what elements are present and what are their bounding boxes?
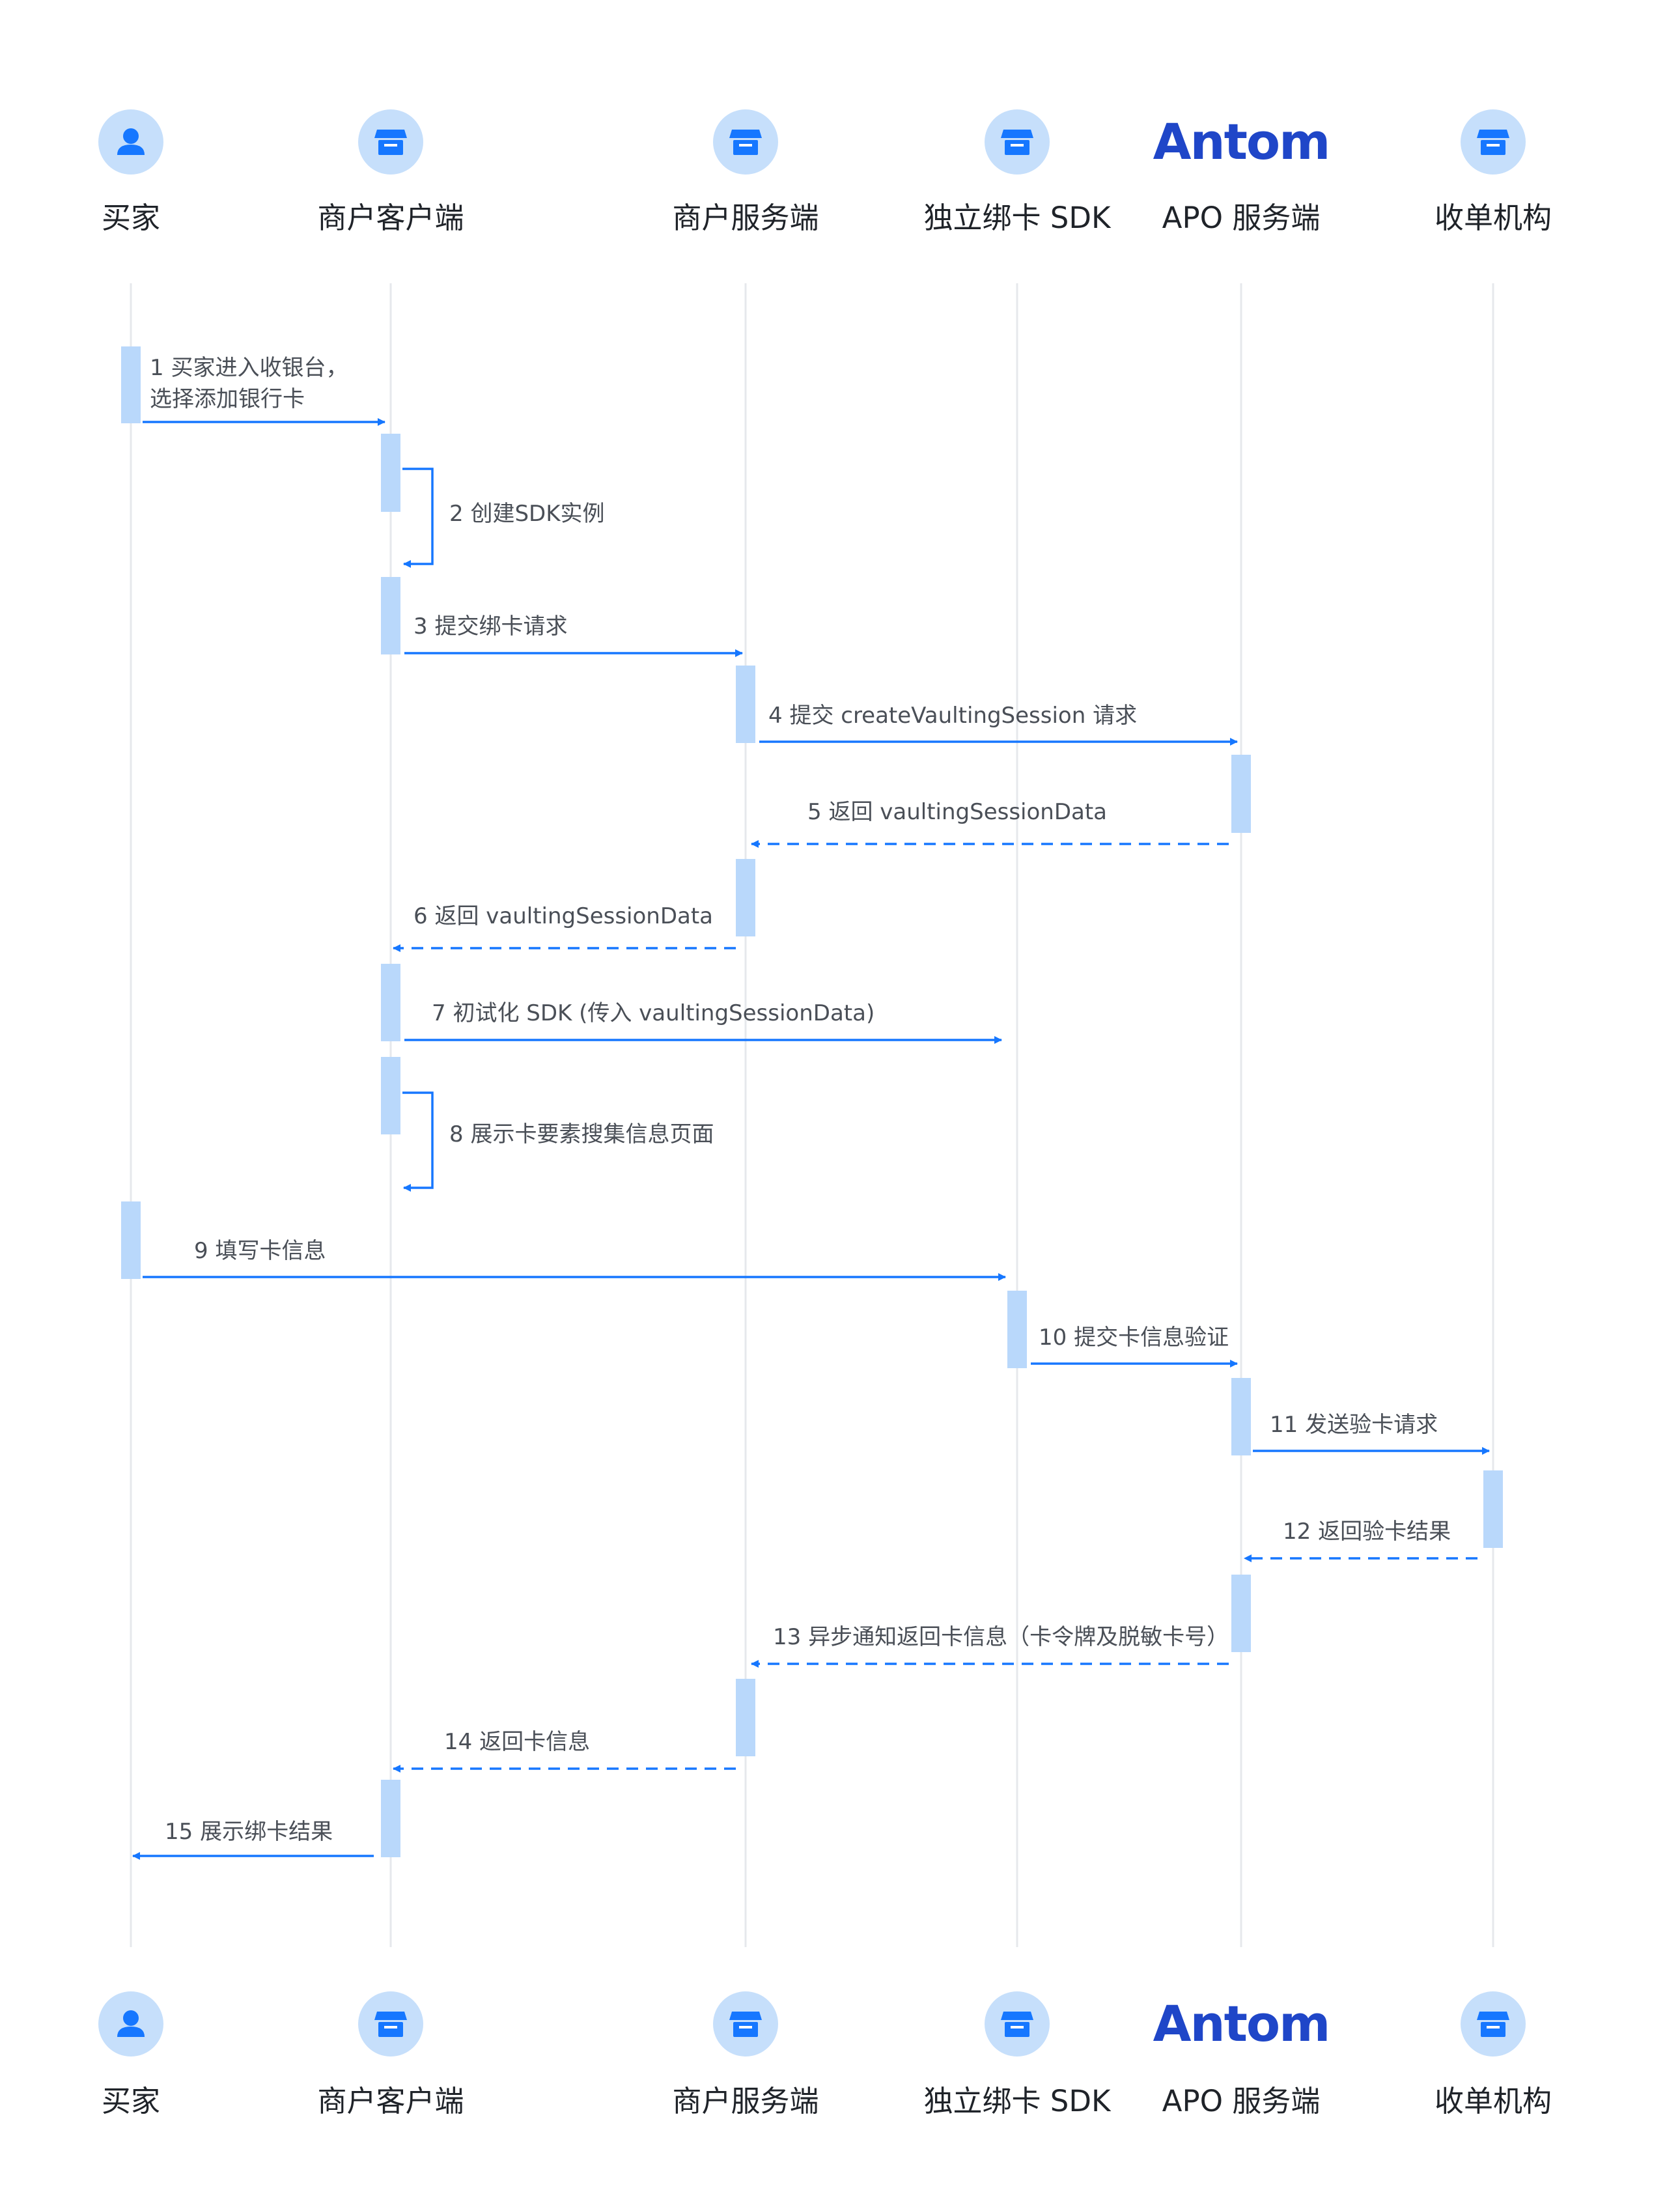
participant-merchant_server: 商户服务端 bbox=[672, 1991, 819, 2118]
store-icon bbox=[1461, 1991, 1526, 2057]
logo-text: Antom bbox=[1153, 1995, 1330, 2053]
activation-bar bbox=[381, 577, 400, 654]
activation-bar bbox=[736, 859, 755, 936]
activation-bar bbox=[381, 1057, 400, 1134]
antom-logo: Antom bbox=[1153, 113, 1331, 171]
message-7: 7 初试化 SDK (传入 vaultingSessionData) bbox=[404, 1000, 1002, 1044]
message-label: 2 创建SDK实例 bbox=[449, 501, 605, 527]
participant-name: 买家 bbox=[102, 201, 160, 235]
lifelines bbox=[130, 283, 1494, 1947]
activation-bar bbox=[121, 346, 141, 423]
activation-bar bbox=[1007, 1291, 1027, 1368]
participant-name: 商户服务端 bbox=[672, 2084, 819, 2118]
self-call-arrow bbox=[402, 1091, 434, 1192]
participant-name: 商户客户端 bbox=[317, 201, 464, 235]
message-8: 8 展示卡要素搜集信息页面 bbox=[402, 1091, 714, 1192]
participant-merchant_client: 商户客户端 bbox=[317, 1991, 464, 2118]
logo-text: Antom bbox=[1153, 113, 1330, 171]
message-label: 7 初试化 SDK (传入 vaultingSessionData) bbox=[432, 1000, 875, 1026]
messages: 1 买家进入收银台， 选择添加银行卡 2 创建SDK实例 3 提交绑卡请求 4 提交 c… bbox=[132, 355, 1490, 1860]
participant-name: 买家 bbox=[102, 2084, 160, 2118]
message-13: 13 异步通知返回卡信息（卡令牌及脱敏卡号） bbox=[751, 1624, 1229, 1668]
participant-name: 收单机构 bbox=[1435, 2084, 1552, 2118]
store-icon bbox=[985, 1991, 1050, 2057]
message-2: 2 创建SDK实例 bbox=[402, 468, 605, 568]
message-14: 14 返回卡信息 bbox=[393, 1729, 736, 1773]
participant-name: 商户客户端 bbox=[317, 2084, 464, 2118]
message-3: 3 提交绑卡请求 bbox=[404, 613, 743, 657]
participant-name: APO 服务端 bbox=[1162, 201, 1321, 235]
participant-name: 商户服务端 bbox=[672, 201, 819, 235]
store-icon bbox=[713, 109, 778, 175]
message-label: 15 展示绑卡结果 bbox=[165, 1819, 333, 1845]
user-icon bbox=[98, 1991, 163, 2057]
participant-merchant_server: 商户服务端 bbox=[672, 109, 819, 235]
activation-bar bbox=[736, 666, 755, 743]
message-15: 15 展示绑卡结果 bbox=[132, 1819, 374, 1860]
message-label: 1 买家进入收银台， bbox=[150, 355, 348, 381]
message-4: 4 提交 createVaultingSession 请求 bbox=[759, 703, 1238, 746]
message-label: 14 返回卡信息 bbox=[444, 1729, 590, 1755]
activation-bar bbox=[381, 1780, 400, 1857]
activation-bar bbox=[1231, 755, 1251, 833]
participant-sdk: 独立绑卡 SDK bbox=[923, 109, 1112, 235]
participant-header-top: 买家商户客户端商户服务端独立绑卡 SDKAntomAPO 服务端收单机构 bbox=[98, 109, 1552, 235]
participant-acquirer: 收单机构 bbox=[1435, 109, 1552, 235]
participant-header-bottom: 买家商户客户端商户服务端独立绑卡 SDKAntomAPO 服务端收单机构 bbox=[98, 1991, 1552, 2118]
message-10: 10 提交卡信息验证 bbox=[1031, 1325, 1238, 1368]
participant-buyer: 买家 bbox=[98, 1991, 163, 2118]
participant-buyer: 买家 bbox=[98, 109, 163, 235]
message-label: 4 提交 createVaultingSession 请求 bbox=[768, 703, 1137, 729]
activation-bar bbox=[1483, 1470, 1503, 1548]
user-icon bbox=[98, 109, 163, 175]
activation-bar bbox=[121, 1201, 141, 1279]
activation-bar bbox=[1231, 1575, 1251, 1652]
participant-name: 收单机构 bbox=[1435, 201, 1552, 235]
message-label: 9 填写卡信息 bbox=[194, 1238, 326, 1264]
store-icon bbox=[1461, 109, 1526, 175]
store-icon bbox=[358, 109, 423, 175]
message-label: 6 返回 vaultingSessionData bbox=[413, 903, 713, 929]
participant-merchant_client: 商户客户端 bbox=[317, 109, 464, 235]
message-label: 选择添加银行卡 bbox=[150, 386, 305, 412]
participant-name: APO 服务端 bbox=[1162, 2084, 1321, 2118]
participant-acquirer: 收单机构 bbox=[1435, 1991, 1552, 2118]
activation-bars bbox=[121, 346, 1503, 1857]
self-call-arrow bbox=[402, 468, 434, 568]
message-11: 11 发送验卡请求 bbox=[1253, 1412, 1490, 1455]
message-label: 3 提交绑卡请求 bbox=[413, 613, 567, 639]
store-icon bbox=[985, 109, 1050, 175]
antom-logo: Antom bbox=[1153, 1995, 1331, 2053]
store-icon bbox=[713, 1991, 778, 2057]
message-label: 12 返回验卡结果 bbox=[1283, 1519, 1451, 1545]
activation-bar bbox=[1231, 1378, 1251, 1455]
message-label: 8 展示卡要素搜集信息页面 bbox=[449, 1121, 714, 1147]
message-5: 5 返回 vaultingSessionData bbox=[751, 799, 1229, 848]
participant-name: 独立绑卡 SDK bbox=[923, 201, 1112, 235]
message-12: 12 返回验卡结果 bbox=[1244, 1519, 1477, 1562]
message-label: 11 发送验卡请求 bbox=[1270, 1412, 1438, 1438]
participant-sdk: 独立绑卡 SDK bbox=[923, 1991, 1112, 2118]
activation-bar bbox=[381, 434, 400, 512]
message-label: 5 返回 vaultingSessionData bbox=[807, 799, 1107, 825]
message-label: 13 异步通知返回卡信息（卡令牌及脱敏卡号） bbox=[773, 1624, 1229, 1650]
message-label: 10 提交卡信息验证 bbox=[1039, 1325, 1229, 1351]
message-1: 1 买家进入收银台， 选择添加银行卡 bbox=[143, 355, 385, 426]
message-6: 6 返回 vaultingSessionData bbox=[393, 903, 736, 952]
activation-bar bbox=[381, 964, 400, 1041]
store-icon bbox=[358, 1991, 423, 2057]
activation-bar bbox=[736, 1679, 755, 1756]
message-9: 9 填写卡信息 bbox=[143, 1238, 1006, 1281]
participant-name: 独立绑卡 SDK bbox=[923, 2084, 1112, 2118]
